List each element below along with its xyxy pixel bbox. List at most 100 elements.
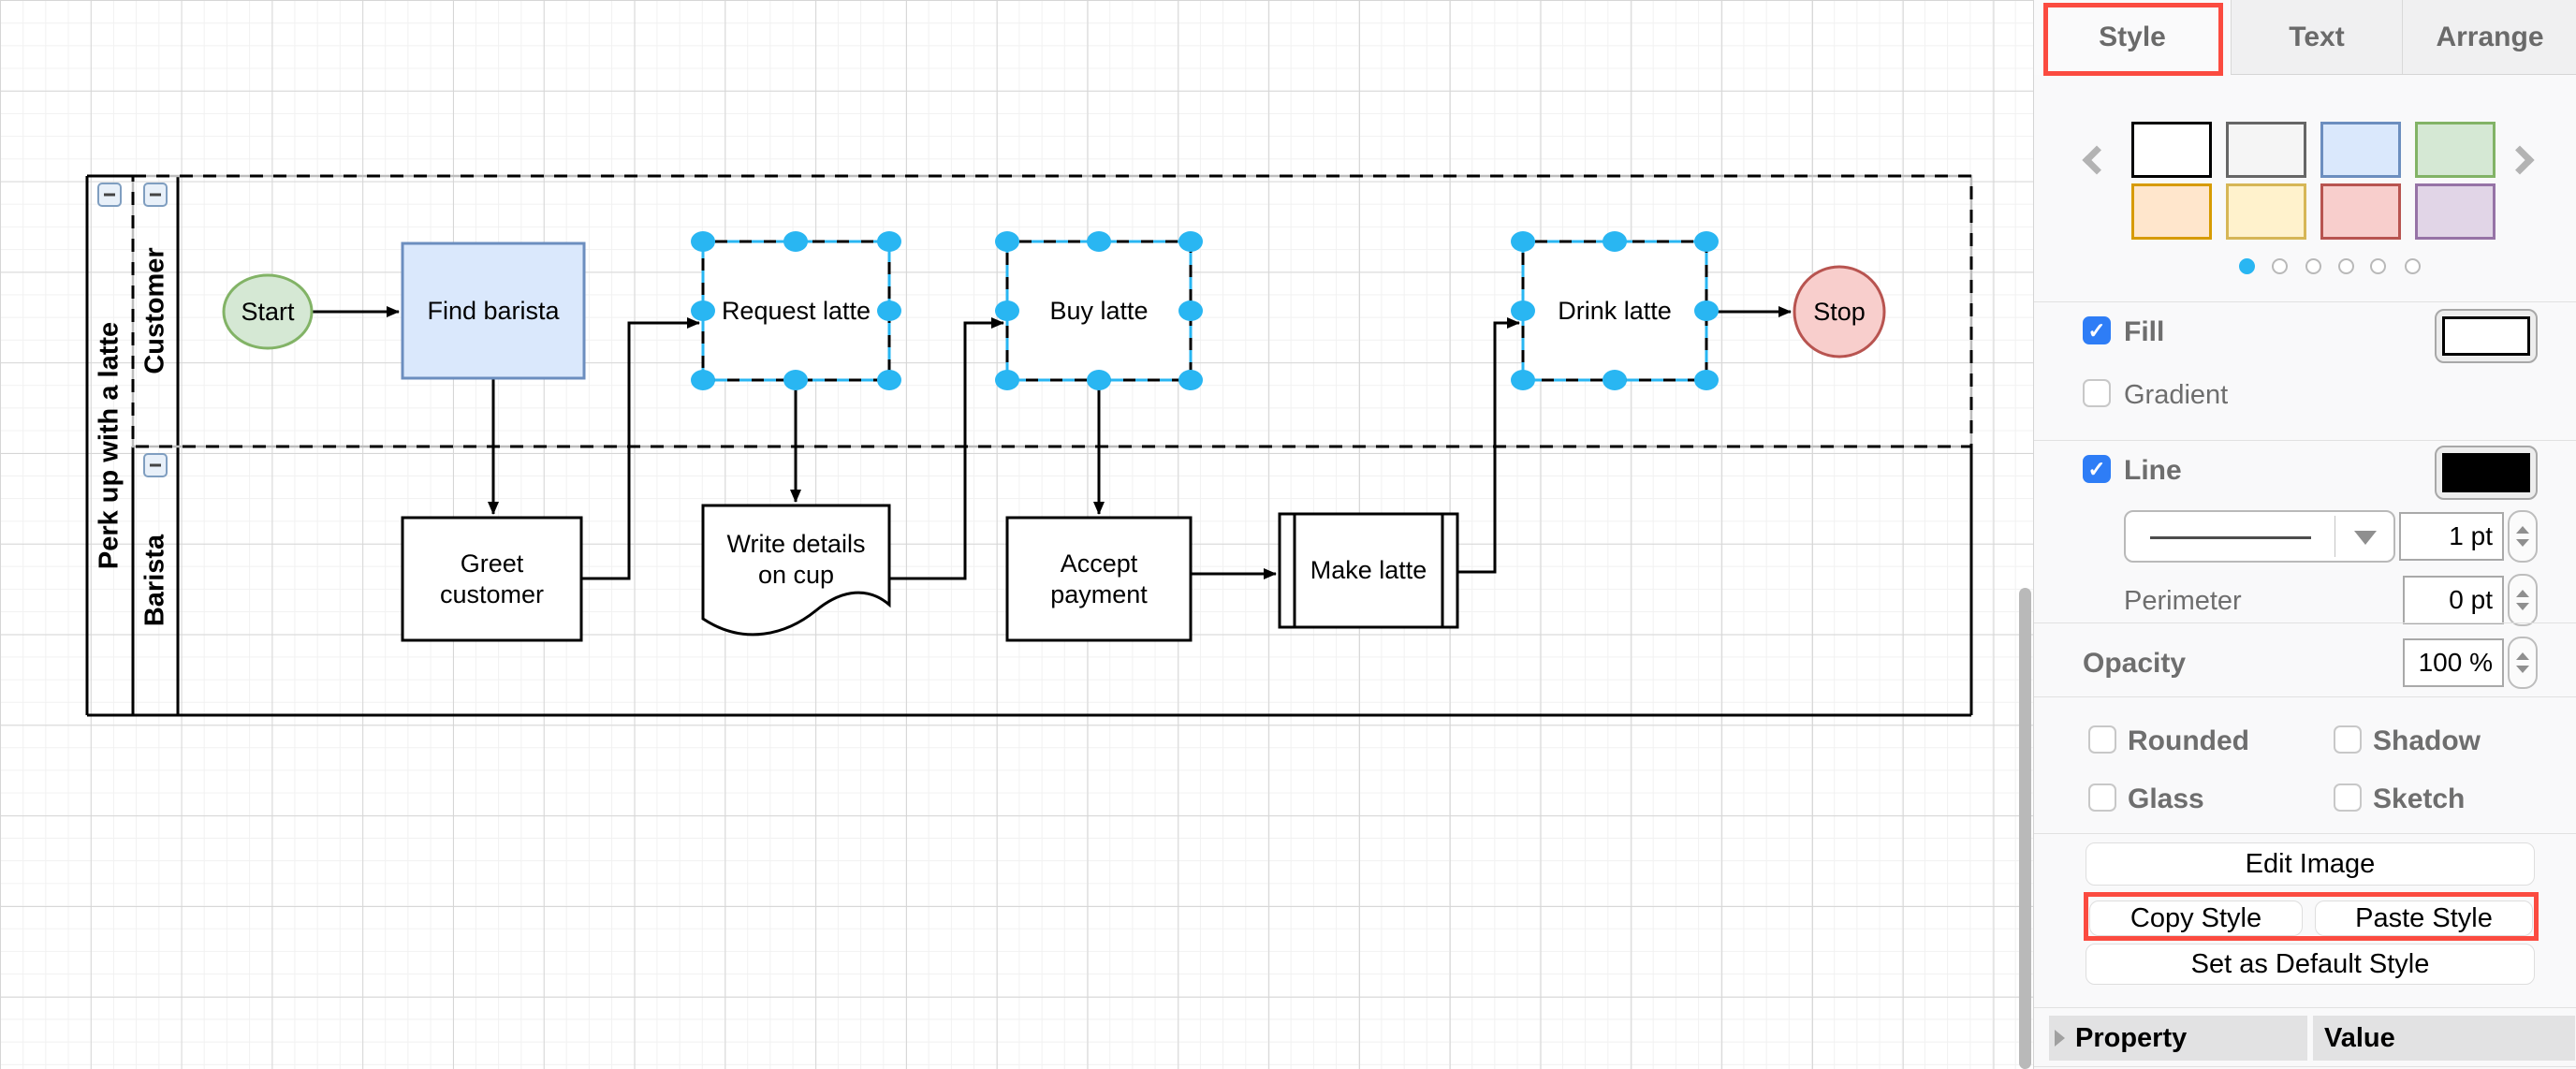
lane-label-customer: Customer bbox=[139, 247, 170, 374]
perimeter-label: Perimeter bbox=[2124, 586, 2242, 616]
copy-style-button[interactable]: Copy Style bbox=[2089, 901, 2303, 936]
opacity-input[interactable] bbox=[2403, 638, 2504, 687]
swatch-page-dot-1[interactable] bbox=[2239, 258, 2255, 274]
line-style-preview bbox=[2150, 536, 2311, 539]
divider bbox=[2034, 1007, 2576, 1008]
step-down-icon bbox=[2516, 603, 2529, 610]
glass-checkbox[interactable] bbox=[2088, 783, 2116, 812]
line-width-stepper[interactable] bbox=[2508, 510, 2538, 563]
node-label-find-barista: Find barista bbox=[427, 296, 560, 325]
sketch-label: Sketch bbox=[2373, 783, 2466, 814]
property-header[interactable]: Property bbox=[2049, 1016, 2307, 1061]
node-label-accept-payment: Accept payment bbox=[1050, 549, 1148, 608]
node-label-make-latte: Make latte bbox=[1310, 556, 1427, 585]
node-accept-payment[interactable] bbox=[1005, 516, 1193, 642]
step-up-icon bbox=[2516, 652, 2529, 660]
tab-text[interactable]: Text bbox=[2231, 0, 2402, 75]
swatch-blue[interactable] bbox=[2320, 122, 2401, 178]
tab-style[interactable]: Style bbox=[2034, 0, 2231, 75]
pool-title: Perk up with a latte bbox=[94, 321, 124, 570]
paste-style-button[interactable]: Paste Style bbox=[2315, 901, 2533, 936]
swatch-next-icon[interactable] bbox=[2505, 145, 2535, 175]
diagram-svg bbox=[85, 174, 1973, 717]
fill-color-button[interactable] bbox=[2435, 309, 2538, 363]
format-tabs: Style Text Arrange bbox=[2034, 0, 2576, 75]
selection-handles[interactable] bbox=[691, 231, 1719, 390]
line-width-input[interactable] bbox=[2399, 512, 2504, 561]
step-down-icon bbox=[2516, 539, 2529, 547]
divider bbox=[2034, 301, 2576, 302]
swatch-page-dot-3[interactable] bbox=[2305, 258, 2321, 274]
glass-label: Glass bbox=[2128, 783, 2204, 814]
node-find-barista[interactable] bbox=[401, 242, 586, 380]
pool-collapse-button[interactable] bbox=[97, 183, 122, 207]
set-default-style-button[interactable]: Set as Default Style bbox=[2086, 944, 2535, 985]
opacity-label: Opacity bbox=[2083, 648, 2187, 679]
step-up-icon bbox=[2516, 526, 2529, 534]
node-drink-latte[interactable] bbox=[1521, 240, 1708, 382]
fill-label: Fill bbox=[2124, 316, 2165, 347]
swatch-page-dot-2[interactable] bbox=[2272, 258, 2288, 274]
tab-arrange[interactable]: Arrange bbox=[2402, 0, 2576, 75]
node-write-details[interactable] bbox=[701, 504, 891, 637]
line-style-dropdown[interactable] bbox=[2124, 510, 2395, 563]
swatch-purple[interactable] bbox=[2415, 183, 2496, 240]
rounded-label: Rounded bbox=[2128, 725, 2249, 756]
node-label-stop: Stop bbox=[1813, 297, 1866, 326]
swatch-orange[interactable] bbox=[2131, 183, 2212, 240]
lane-label-barista: Barista bbox=[139, 534, 170, 627]
swatch-white[interactable] bbox=[2131, 122, 2212, 178]
property-header-label: Property bbox=[2075, 1022, 2188, 1053]
edit-image-button[interactable]: Edit Image bbox=[2086, 842, 2535, 886]
swatch-prev-icon[interactable] bbox=[2082, 145, 2112, 175]
swatch-yellow[interactable] bbox=[2226, 183, 2306, 240]
line-label: Line bbox=[2124, 455, 2182, 486]
node-label-request-latte: Request latte bbox=[721, 296, 871, 325]
fill-color-preview bbox=[2442, 316, 2530, 356]
gradient-checkbox[interactable] bbox=[2083, 379, 2111, 407]
vertical-scrollbar-thumb[interactable] bbox=[2019, 588, 2031, 1069]
swatch-page-dot-5[interactable] bbox=[2370, 258, 2386, 274]
node-greet-customer[interactable] bbox=[401, 516, 583, 642]
node-label-drink-latte: Drink latte bbox=[1558, 296, 1672, 325]
fill-checkbox[interactable] bbox=[2083, 316, 2111, 344]
edge-greet-request bbox=[581, 317, 700, 580]
swatch-green[interactable] bbox=[2415, 122, 2496, 178]
divider bbox=[2034, 833, 2576, 834]
swatch-page-dot-6[interactable] bbox=[2405, 258, 2421, 274]
pool-border[interactable] bbox=[85, 174, 1973, 717]
node-make-latte[interactable] bbox=[1278, 512, 1459, 629]
swatch-page-dot-4[interactable] bbox=[2338, 258, 2354, 274]
lane-barista-collapse-button[interactable] bbox=[143, 453, 168, 477]
line-color-preview bbox=[2442, 453, 2530, 492]
divider bbox=[2034, 622, 2576, 623]
node-start[interactable] bbox=[222, 273, 314, 350]
edge-write-buy bbox=[889, 317, 1004, 580]
node-label-greet-customer: Greet customer bbox=[439, 549, 545, 608]
expand-arrow-icon[interactable] bbox=[2055, 1030, 2065, 1047]
flow-edges[interactable] bbox=[313, 306, 1792, 580]
line-color-button[interactable] bbox=[2435, 446, 2538, 500]
perimeter-stepper[interactable] bbox=[2508, 574, 2538, 626]
value-header-label: Value bbox=[2324, 1022, 2395, 1053]
node-stop[interactable] bbox=[1793, 265, 1886, 359]
perimeter-input[interactable] bbox=[2403, 576, 2504, 624]
lane-customer-selection[interactable] bbox=[131, 174, 1973, 448]
diagram-canvas[interactable]: Perk up with a latte Customer Barista St… bbox=[0, 0, 2033, 1069]
line-checkbox[interactable] bbox=[2083, 455, 2111, 483]
shadow-checkbox[interactable] bbox=[2334, 725, 2362, 754]
lane-customer-collapse-button[interactable] bbox=[143, 183, 168, 207]
swatch-gray[interactable] bbox=[2226, 122, 2306, 178]
dropdown-separator bbox=[2334, 516, 2335, 557]
gradient-label: Gradient bbox=[2124, 380, 2229, 410]
chevron-down-icon bbox=[2354, 531, 2377, 545]
rounded-checkbox[interactable] bbox=[2088, 725, 2116, 754]
step-up-icon bbox=[2516, 590, 2529, 597]
edge-make-drink bbox=[1457, 317, 1520, 574]
sketch-checkbox[interactable] bbox=[2334, 783, 2362, 812]
swatch-red[interactable] bbox=[2320, 183, 2401, 240]
divider bbox=[2034, 440, 2576, 441]
opacity-stepper[interactable] bbox=[2508, 637, 2538, 689]
node-label-start: Start bbox=[241, 297, 295, 326]
